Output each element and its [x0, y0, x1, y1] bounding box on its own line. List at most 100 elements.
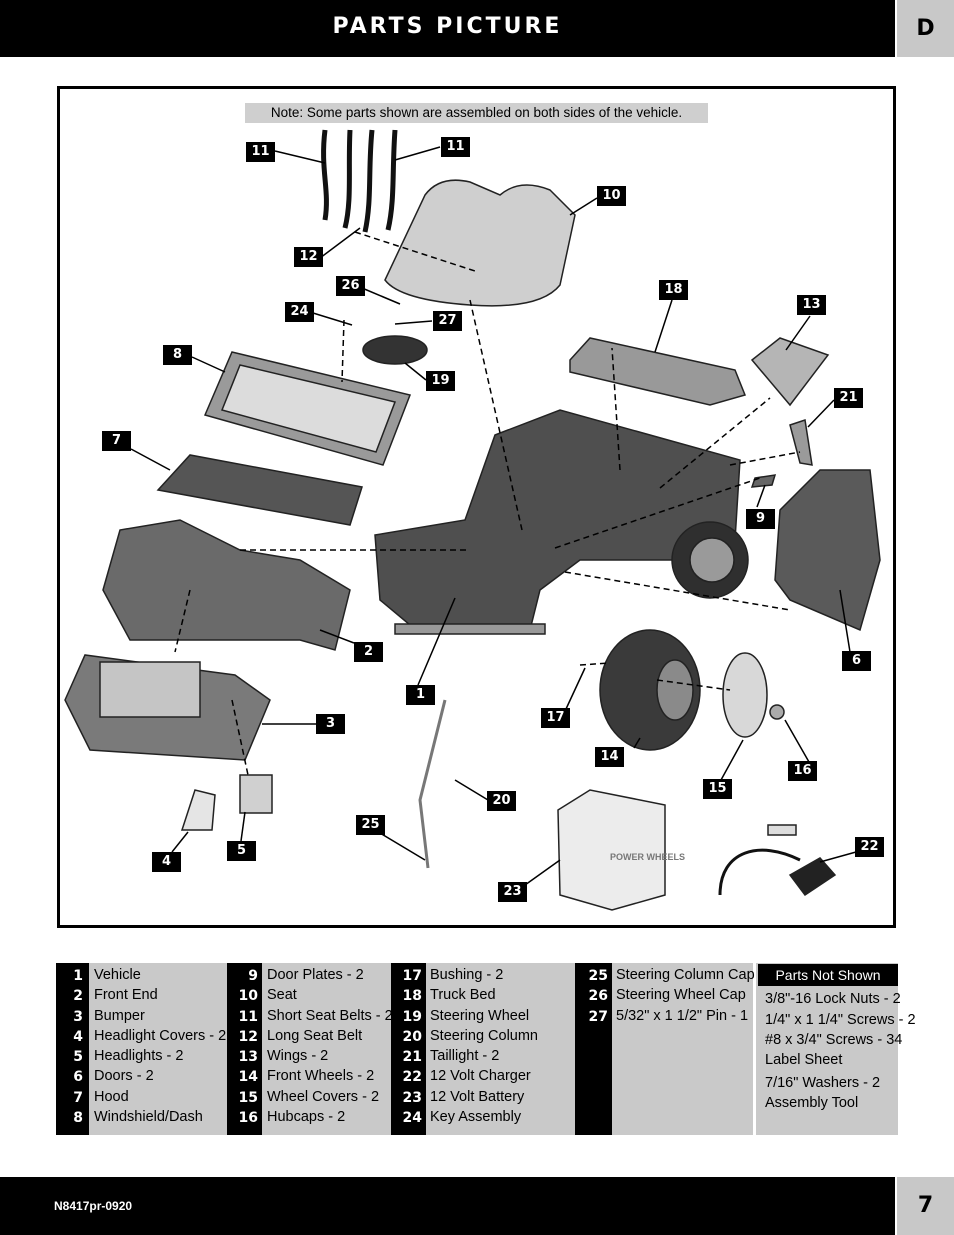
callout-25: 25 — [356, 815, 385, 835]
callout-14: 14 — [595, 747, 624, 767]
part-label: Steering Column — [430, 1028, 538, 1044]
parts-not-shown-title: Parts Not Shown — [758, 964, 898, 986]
part-label: Headlight Covers - 2 — [94, 1028, 227, 1044]
callout-8: 8 — [163, 345, 192, 365]
headlight-shape — [239, 774, 273, 814]
callout-12: 12 — [294, 247, 323, 267]
part-num: 23 — [402, 1090, 422, 1106]
callout-26: 26 — [336, 276, 365, 296]
callout-19: 19 — [426, 371, 455, 391]
callout-2: 2 — [354, 642, 383, 662]
part-num: 15 — [238, 1090, 258, 1106]
part-num: 2 — [73, 988, 83, 1004]
diagram-note: Note: Some parts shown are assembled on … — [245, 103, 708, 123]
part-num: 24 — [402, 1110, 422, 1126]
callout-17: 17 — [541, 708, 570, 728]
parts-not-shown-item: #8 x 3/4" Screws - 34 — [765, 1032, 903, 1048]
guide-lines — [174, 231, 801, 776]
part-label: Truck Bed — [430, 987, 496, 1003]
part-num: 7 — [73, 1090, 83, 1106]
part-label: 12 Volt Battery — [430, 1089, 525, 1105]
charger-shape — [788, 857, 837, 897]
part-label: 12 Volt Charger — [430, 1068, 531, 1084]
part-num: 4 — [73, 1029, 83, 1045]
parts-list-numcol-1 — [56, 963, 89, 1135]
part-label: Front End — [94, 987, 158, 1003]
part-num: 22 — [402, 1069, 422, 1085]
truck-bed-shape — [569, 337, 747, 406]
part-label: 5/32" x 1 1/2" Pin - 1 — [616, 1008, 749, 1024]
part-num: 12 — [238, 1029, 258, 1045]
callout-9: 9 — [746, 509, 775, 529]
parts-list-numcol-3 — [391, 963, 426, 1135]
parts-not-shown-item: 3/8"-16 Lock Nuts - 2 — [765, 991, 901, 1007]
part-num: 13 — [238, 1049, 258, 1065]
callout-1: 1 — [406, 685, 435, 705]
wings-shape — [750, 337, 830, 407]
part-label: Wheel Covers - 2 — [267, 1089, 380, 1105]
part-num: 16 — [238, 1110, 258, 1126]
callout-11a: 11 — [246, 142, 275, 162]
document-code: N8417pr-0920 — [54, 1199, 133, 1213]
short-seat-belts — [321, 129, 398, 233]
callout-5: 5 — [227, 841, 256, 861]
callout-4: 4 — [152, 852, 181, 872]
leader-lines — [130, 146, 857, 886]
part-label: Hood — [94, 1089, 129, 1105]
part-label: Doors - 2 — [94, 1068, 154, 1084]
part-num: 11 — [238, 1009, 258, 1025]
door-shape — [774, 469, 881, 632]
parts-list-numcol-2 — [227, 963, 262, 1135]
part-num: 26 — [588, 988, 608, 1004]
parts-not-shown-box — [756, 963, 898, 1135]
taillight-shape — [789, 419, 813, 466]
callout-23: 23 — [498, 882, 527, 902]
part-num: 21 — [402, 1049, 422, 1065]
vehicle-body-shape — [374, 409, 741, 631]
part-label: Bumper — [94, 1008, 145, 1024]
callout-7: 7 — [102, 431, 131, 451]
hood-shape — [156, 454, 363, 526]
front-end-shape — [102, 519, 351, 651]
callout-27: 27 — [433, 311, 462, 331]
steering-wheel-shape — [362, 335, 428, 365]
part-label: Steering Wheel — [430, 1008, 530, 1024]
callout-15: 15 — [703, 779, 732, 799]
parts-not-shown-item: 1/4" x 1 1/4" Screws - 2 — [765, 1012, 916, 1028]
part-num: 27 — [588, 1009, 608, 1025]
charger-cord — [718, 848, 801, 896]
part-num: 18 — [402, 988, 422, 1004]
callout-10: 10 — [597, 186, 626, 206]
part-label: Short Seat Belts - 2 — [267, 1008, 393, 1024]
part-label: Headlights - 2 — [94, 1048, 184, 1064]
parts-not-shown-item: 7/16" Washers - 2 — [765, 1075, 881, 1091]
footer-bar: N8417pr-0920 — [0, 1177, 895, 1235]
callout-13: 13 — [797, 295, 826, 315]
part-num: 5 — [73, 1049, 83, 1065]
parts-not-shown-item: Assembly Tool — [765, 1095, 859, 1111]
section-tab: D — [897, 0, 954, 57]
part-num: 6 — [73, 1069, 83, 1085]
parts-list-numcol-4 — [575, 963, 612, 1135]
callout-18: 18 — [659, 280, 688, 300]
part-label: Hubcaps - 2 — [267, 1109, 346, 1125]
hubcap-shape — [769, 704, 785, 720]
callout-20: 20 — [487, 791, 516, 811]
wheel-cover-shape — [722, 652, 768, 738]
diagram-frame — [57, 86, 896, 928]
part-num: 10 — [238, 988, 258, 1004]
part-num: 8 — [73, 1110, 83, 1126]
callout-16: 16 — [788, 761, 817, 781]
part-label: Long Seat Belt — [267, 1028, 363, 1044]
battery-shape — [557, 789, 666, 911]
page-number: 7 — [897, 1177, 954, 1235]
part-num: 14 — [238, 1069, 258, 1085]
callout-24: 24 — [285, 302, 314, 322]
battery-brand-text: POWER WHEELS — [610, 852, 685, 862]
seat-shape — [384, 179, 576, 307]
part-label: Front Wheels - 2 — [267, 1068, 375, 1084]
part-label: Vehicle — [94, 967, 141, 983]
part-label: Seat — [267, 987, 297, 1003]
page-title: PARTS PICTURE — [332, 14, 563, 39]
